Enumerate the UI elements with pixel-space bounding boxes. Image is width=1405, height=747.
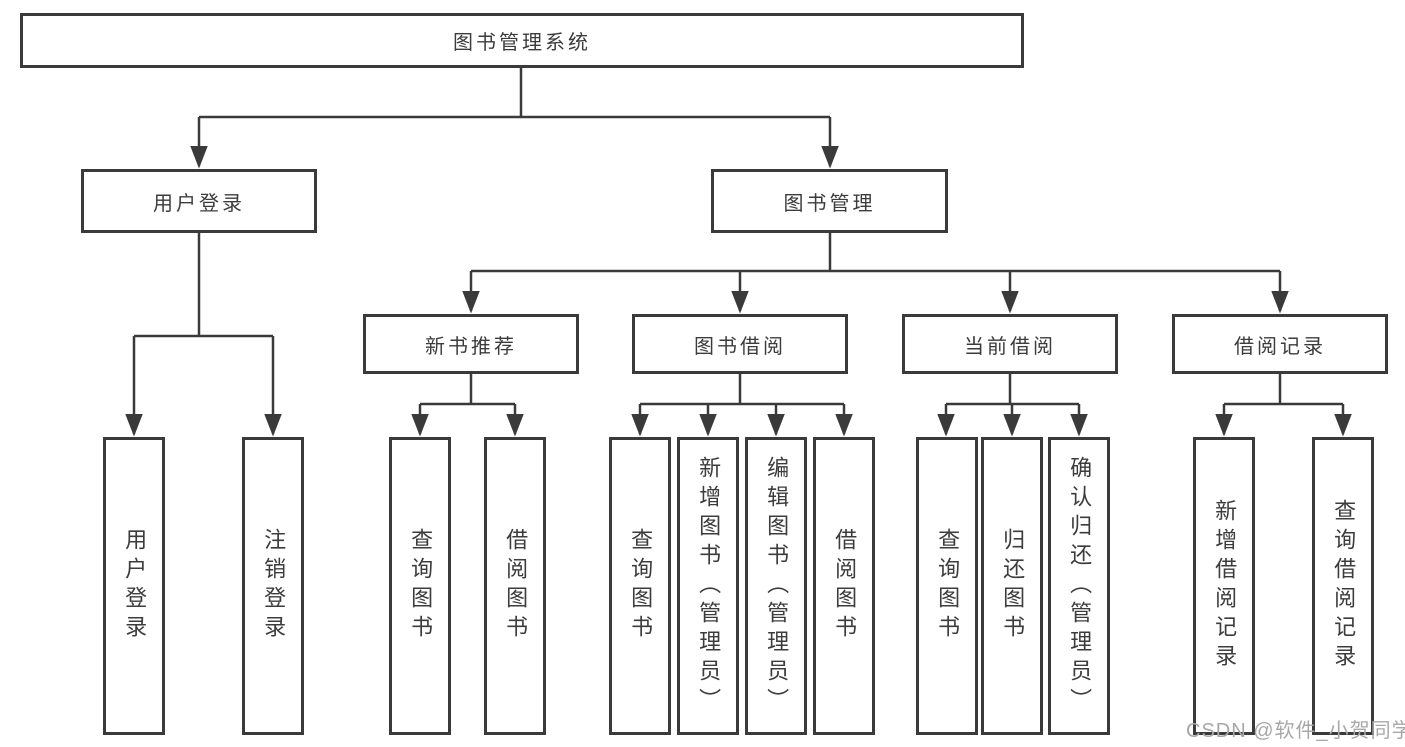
- node-book-management: 图书管理: [711, 169, 948, 233]
- node-borrow-record-label: 借阅记录: [1234, 335, 1326, 358]
- leaf-borrow-book-2: 借阅图书: [813, 437, 875, 735]
- leaf-borrow-book-2-label: 借阅图书: [832, 528, 858, 644]
- leaf-add-book-admin-label: 新增图书（管理员）: [696, 455, 722, 717]
- leaf-confirm-return-admin: 确认归还（管理员）: [1048, 437, 1110, 735]
- leaf-query-book-2: 查询图书: [609, 437, 671, 735]
- node-root: 图书管理系统: [20, 13, 1024, 68]
- node-user-login: 用户登录: [81, 169, 317, 233]
- node-borrow-record: 借阅记录: [1172, 314, 1388, 374]
- node-new-book-recommend: 新书推荐: [363, 314, 579, 374]
- leaf-query-book-1: 查询图书: [389, 437, 451, 735]
- leaf-edit-book-admin: 编辑图书（管理员）: [745, 437, 807, 735]
- leaf-user-login: 用户登录: [103, 437, 165, 735]
- leaf-add-borrow-record: 新增借阅记录: [1193, 437, 1255, 735]
- node-new-book-recommend-label: 新书推荐: [425, 335, 517, 358]
- leaf-edit-book-admin-label: 编辑图书（管理员）: [764, 455, 790, 717]
- leaf-query-borrow-record-label: 查询借阅记录: [1331, 499, 1357, 673]
- leaf-borrow-book-1-label: 借阅图书: [503, 528, 529, 644]
- leaf-query-borrow-record: 查询借阅记录: [1312, 437, 1374, 735]
- node-current-borrow-label: 当前借阅: [964, 335, 1056, 358]
- node-book-borrow: 图书借阅: [632, 314, 848, 374]
- node-current-borrow: 当前借阅: [902, 314, 1118, 374]
- watermark: CSDN @软件_小贺同学: [1186, 720, 1405, 742]
- leaf-user-login-label: 用户登录: [122, 528, 148, 644]
- node-book-management-label: 图书管理: [783, 192, 876, 215]
- leaf-return-book: 归还图书: [981, 437, 1043, 735]
- leaf-query-book-3-label: 查询图书: [935, 528, 961, 644]
- leaf-query-book-3: 查询图书: [916, 437, 978, 735]
- leaf-return-book-label: 归还图书: [1000, 528, 1026, 644]
- leaf-confirm-return-admin-label: 确认归还（管理员）: [1067, 455, 1093, 717]
- node-book-borrow-label: 图书借阅: [694, 335, 786, 358]
- leaf-logout: 注销登录: [242, 437, 304, 735]
- leaf-borrow-book-1: 借阅图书: [484, 437, 546, 735]
- leaf-query-book-2-label: 查询图书: [628, 528, 654, 644]
- leaf-add-borrow-record-label: 新增借阅记录: [1212, 499, 1238, 673]
- leaf-query-book-1-label: 查询图书: [408, 528, 434, 644]
- leaf-add-book-admin: 新增图书（管理员）: [677, 437, 739, 735]
- node-user-login-label: 用户登录: [153, 192, 245, 215]
- leaf-logout-label: 注销登录: [261, 528, 287, 644]
- node-root-label: 图书管理系统: [453, 32, 591, 54]
